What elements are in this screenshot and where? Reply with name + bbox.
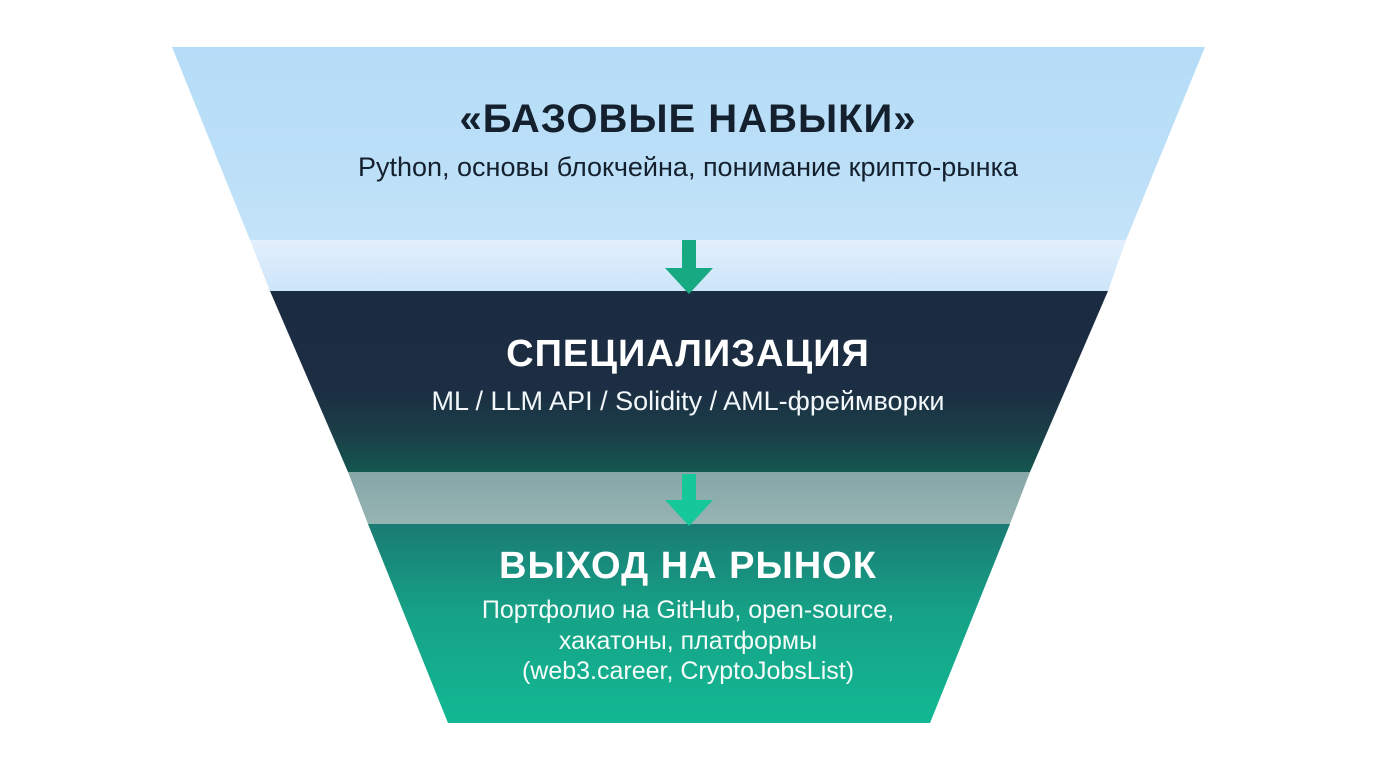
funnel-stage-2-shape xyxy=(270,291,1108,472)
arrow-down-icon-2 xyxy=(665,474,713,526)
funnel-stage-3-shape xyxy=(368,524,1010,723)
arrow-down-icon-1 xyxy=(665,240,713,294)
funnel-stage-1-shape xyxy=(172,47,1205,240)
